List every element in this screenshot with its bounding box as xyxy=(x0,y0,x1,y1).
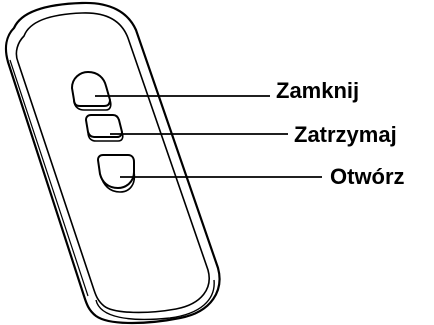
close-button-label: Zamknij xyxy=(276,78,360,103)
stop-button[interactable] xyxy=(84,114,124,142)
close-button[interactable] xyxy=(70,70,112,111)
open-button-shadow xyxy=(99,171,136,193)
remote-body-bottom-edge xyxy=(95,279,215,321)
stop-button-shadow xyxy=(87,131,124,142)
down-arrow-button-icon xyxy=(96,154,135,190)
open-button-label: Otwórz xyxy=(330,164,405,189)
stop-button-label: Zatrzymaj xyxy=(294,122,397,147)
remote-body-side-edge xyxy=(9,59,89,297)
close-button-shadow xyxy=(73,99,112,111)
open-button[interactable] xyxy=(96,154,136,193)
